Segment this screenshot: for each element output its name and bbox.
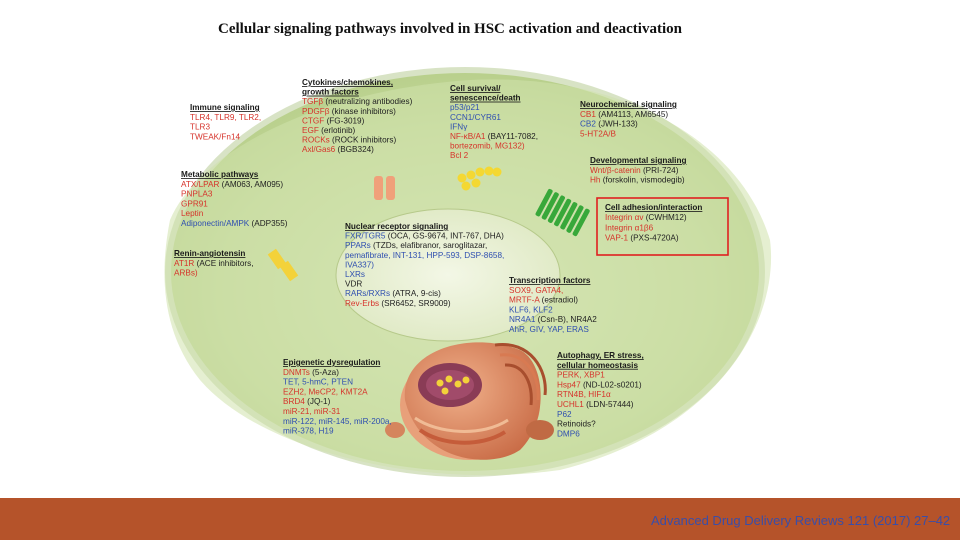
survival-heading: senescence/death xyxy=(450,94,521,103)
renin-heading: Renin-angiotensin xyxy=(174,249,245,258)
transcription-item: KLF6, KLF2 xyxy=(509,305,553,314)
adhesion-item: Integrin αv (CWHM12) xyxy=(605,213,687,222)
metabolic-item: PNPLA3 xyxy=(181,190,213,199)
autophagy-item: UCHL1 (LDN-57444) xyxy=(557,400,634,409)
neurochemical-item: 5-HT2A/B xyxy=(580,129,616,138)
epigenetic-item: TET, 5-hmC, PTEN xyxy=(283,378,353,387)
cytokines-item: Axl/Gas6 (BGB324) xyxy=(302,145,374,154)
epigenetic-item: EZH2, MeCP2, KMT2A xyxy=(283,387,368,396)
transcription-heading: Transcription factors xyxy=(509,276,591,285)
transcription-item: MRTF-A (estradiol) xyxy=(509,296,578,305)
nuclear-item: RARs/RXRs (ATRA, 9-cis) xyxy=(345,289,441,298)
survival-item: bortezomib, MG132) xyxy=(450,142,525,151)
autophagy-item: RTN4B, HIF1α xyxy=(557,390,611,399)
immune-item: TLR3 xyxy=(190,123,210,132)
metabolic-item: GPR91 xyxy=(181,199,208,208)
survival-item: NF-κB/A1 (BAY11-7082, xyxy=(450,132,538,141)
immune-item: TWEAK/Fn14 xyxy=(190,132,240,141)
neurochemical-item: CB2 (JWH-133) xyxy=(580,120,638,129)
developmental-item: Hh (forskolin, vismodegib) xyxy=(590,176,685,185)
cytokines-item: ROCKs (ROCK inhibitors) xyxy=(302,136,396,145)
metabolic-item: Leptin xyxy=(181,209,204,218)
epigenetic-heading: Epigenetic dysregulation xyxy=(283,358,380,367)
transcription-item: SOX9, GATA4, xyxy=(509,286,563,295)
survival-heading: Cell survival/ xyxy=(450,84,501,93)
epigenetic-item: miR-21, miR-31 xyxy=(283,407,341,416)
epigenetic-item: miR-122, miR-145, miR-200a, xyxy=(283,417,392,426)
developmental-heading: Developmental signaling xyxy=(590,156,686,165)
developmental-item: Wnt/β-catenin (PRI-724) xyxy=(590,166,679,175)
metabolic-item: ATX/LPAR (AM063, AM095) xyxy=(181,180,283,189)
neurochemical-heading: Neurochemical signaling xyxy=(580,100,677,109)
nuclear-item: PPARs (TZDs, elafibranor, saroglitazar, xyxy=(345,241,487,250)
autophagy-item: Retinoids? xyxy=(557,420,596,429)
adhesion-item: Integrin α1β6 xyxy=(605,223,654,232)
autophagy-heading: cellular homeostasis xyxy=(557,361,638,370)
survival-item: Bcl 2 xyxy=(450,151,469,160)
autophagy-heading: Autophagy, ER stress, xyxy=(557,351,644,360)
nuclear-item: LXRs xyxy=(345,270,365,279)
epigenetic-item: miR-378, H19 xyxy=(283,427,334,436)
nuclear-heading: Nuclear receptor signaling xyxy=(345,222,448,231)
renin-item: ARBs) xyxy=(174,269,198,278)
adhesion-heading: Cell adhesion/interaction xyxy=(605,203,702,212)
cytokines-heading: growth factors xyxy=(302,88,359,97)
cytokines-item: TGFβ (neutralizing antibodies) xyxy=(302,97,413,106)
epigenetic-item: BRD4 (JQ-1) xyxy=(283,397,331,406)
renin-item: AT1R (ACE inhibitors, xyxy=(174,259,253,268)
survival-item: IFNγ xyxy=(450,122,468,131)
autophagy-item: P62 xyxy=(557,410,572,419)
immune-heading: Immune signaling xyxy=(190,103,260,112)
autophagy-item: PERK, XBP1 xyxy=(557,371,605,380)
nuclear-item: pemafibrate, INT-131, HPP-593, DSP-8658, xyxy=(345,251,504,260)
nuclear-item: IVA337) xyxy=(345,260,374,269)
metabolic-heading: Metabolic pathways xyxy=(181,170,259,179)
cytokines-item: CTGF (FG-3019) xyxy=(302,116,365,125)
metabolic-item: Adiponectin/AMPK (ADP355) xyxy=(181,219,288,228)
nuclear-item: Rev-Erbs (SR6452, SR9009) xyxy=(345,299,451,308)
cytokines-item: EGF (erlotinib) xyxy=(302,126,356,135)
autophagy-item: Hsp47 (ND-L02-s0201) xyxy=(557,380,642,389)
adhesion-item: VAP-1 (PXS-4720A) xyxy=(605,234,679,243)
neurochemical-item: CB1 (AM4113, AM6545) xyxy=(580,110,668,119)
immune-item: TLR4, TLR9, TLR2, xyxy=(190,113,261,122)
transcription-item: AhR, GIV, YAP, ERAS xyxy=(509,325,589,334)
nuclear-item: FXR/TGR5 (OCA, GS-9674, INT-767, DHA) xyxy=(345,232,504,241)
survival-item: p53/p21 xyxy=(450,103,480,112)
cytokines-item: PDGFβ (kinase inhibitors) xyxy=(302,107,396,116)
survival-item: CCN1/CYR61 xyxy=(450,113,501,122)
epigenetic-item: DNMTs (5-Aza) xyxy=(283,368,339,377)
nuclear-item: VDR xyxy=(345,280,362,289)
autophagy-item: DMP6 xyxy=(557,429,580,438)
citation: Advanced Drug Delivery Reviews 121 (2017… xyxy=(651,513,950,528)
cytokines-heading: Cytokines/chemokines, xyxy=(302,78,393,87)
transcription-item: NR4A1 (Csn-B), NR4A2 xyxy=(509,315,597,324)
